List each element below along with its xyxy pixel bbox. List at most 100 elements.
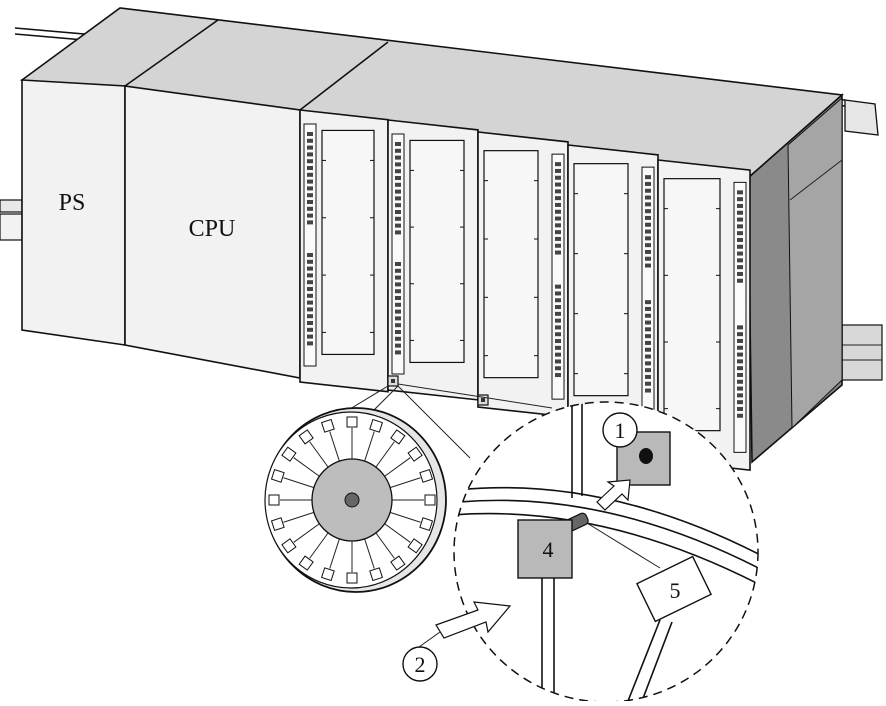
label-window — [321, 129, 375, 356]
led — [395, 162, 401, 167]
led — [307, 266, 313, 271]
led-strip — [733, 181, 747, 453]
led — [555, 196, 561, 201]
led — [307, 321, 313, 325]
led — [395, 343, 401, 348]
wheel-contact-pad — [369, 418, 384, 433]
led — [307, 287, 313, 291]
led — [395, 336, 401, 341]
led — [307, 300, 313, 305]
led — [395, 230, 401, 235]
led — [737, 345, 743, 350]
wheel-spoke — [293, 457, 320, 477]
callout-4: 4 — [543, 537, 554, 562]
led — [737, 271, 743, 276]
led — [395, 169, 401, 174]
callout-box-5 — [635, 555, 713, 623]
led — [645, 320, 651, 325]
led — [737, 251, 743, 256]
led — [737, 332, 743, 337]
led — [395, 155, 401, 160]
led — [307, 259, 313, 264]
wheel-contact-pad — [281, 538, 297, 554]
wheel-axle — [344, 492, 360, 508]
callout-1: 1 — [602, 412, 638, 448]
wheel-spoke — [309, 441, 329, 468]
led — [645, 381, 651, 386]
wheel-spoke — [389, 511, 421, 523]
led — [645, 249, 651, 254]
led — [645, 202, 651, 207]
led — [645, 368, 651, 373]
wheel-contact-pad — [268, 494, 280, 506]
led — [737, 386, 743, 391]
led — [307, 273, 313, 278]
wheel-spoke — [329, 537, 341, 569]
led — [395, 262, 401, 266]
led — [395, 196, 401, 201]
callout-2: 2 — [402, 646, 438, 682]
led — [307, 307, 313, 312]
led — [737, 400, 743, 405]
led — [737, 210, 743, 215]
led — [307, 206, 313, 211]
wheel-spoke — [363, 431, 375, 463]
wheel-contacts — [268, 416, 436, 584]
led — [555, 223, 561, 228]
led — [645, 195, 651, 200]
wheel-contact-pad — [419, 468, 434, 483]
led — [307, 138, 313, 143]
led — [555, 359, 561, 364]
led — [737, 278, 743, 283]
coding-element-4 — [517, 519, 573, 579]
led — [395, 350, 401, 355]
led — [555, 366, 561, 371]
led — [645, 229, 651, 234]
led — [395, 176, 401, 180]
io-module-group — [299, 109, 751, 472]
led — [307, 293, 313, 298]
led — [395, 302, 401, 307]
led — [645, 388, 651, 393]
led-strip — [303, 123, 317, 367]
led — [555, 230, 561, 235]
led — [737, 325, 743, 330]
led — [737, 244, 743, 249]
label-window — [663, 178, 721, 432]
led — [395, 268, 401, 273]
led — [307, 132, 313, 136]
wheel-contact-pad — [320, 418, 335, 433]
coding-wheel — [264, 407, 447, 593]
led — [395, 330, 401, 334]
led — [307, 159, 313, 164]
led — [555, 168, 561, 173]
wheel-spoke — [389, 477, 421, 489]
led — [395, 148, 401, 153]
led — [307, 179, 313, 184]
led — [645, 327, 651, 332]
led — [737, 265, 743, 270]
led — [737, 224, 743, 229]
led — [395, 216, 401, 221]
cpu-label: CPU — [189, 216, 236, 242]
callout-5: 5 — [670, 578, 681, 603]
wheel-spoke — [283, 511, 315, 523]
wheel-spoke — [293, 523, 320, 543]
led — [645, 300, 651, 305]
label-window — [483, 150, 539, 379]
led — [555, 345, 561, 350]
led — [307, 152, 313, 157]
led — [737, 379, 743, 384]
led — [307, 200, 313, 204]
wheel-spoke — [283, 477, 315, 489]
led — [645, 188, 651, 193]
label-window — [409, 139, 465, 364]
led — [645, 354, 651, 359]
led — [555, 318, 561, 323]
led — [645, 263, 651, 268]
wheel-spoke — [375, 441, 395, 468]
led — [555, 162, 561, 167]
led — [307, 213, 313, 218]
